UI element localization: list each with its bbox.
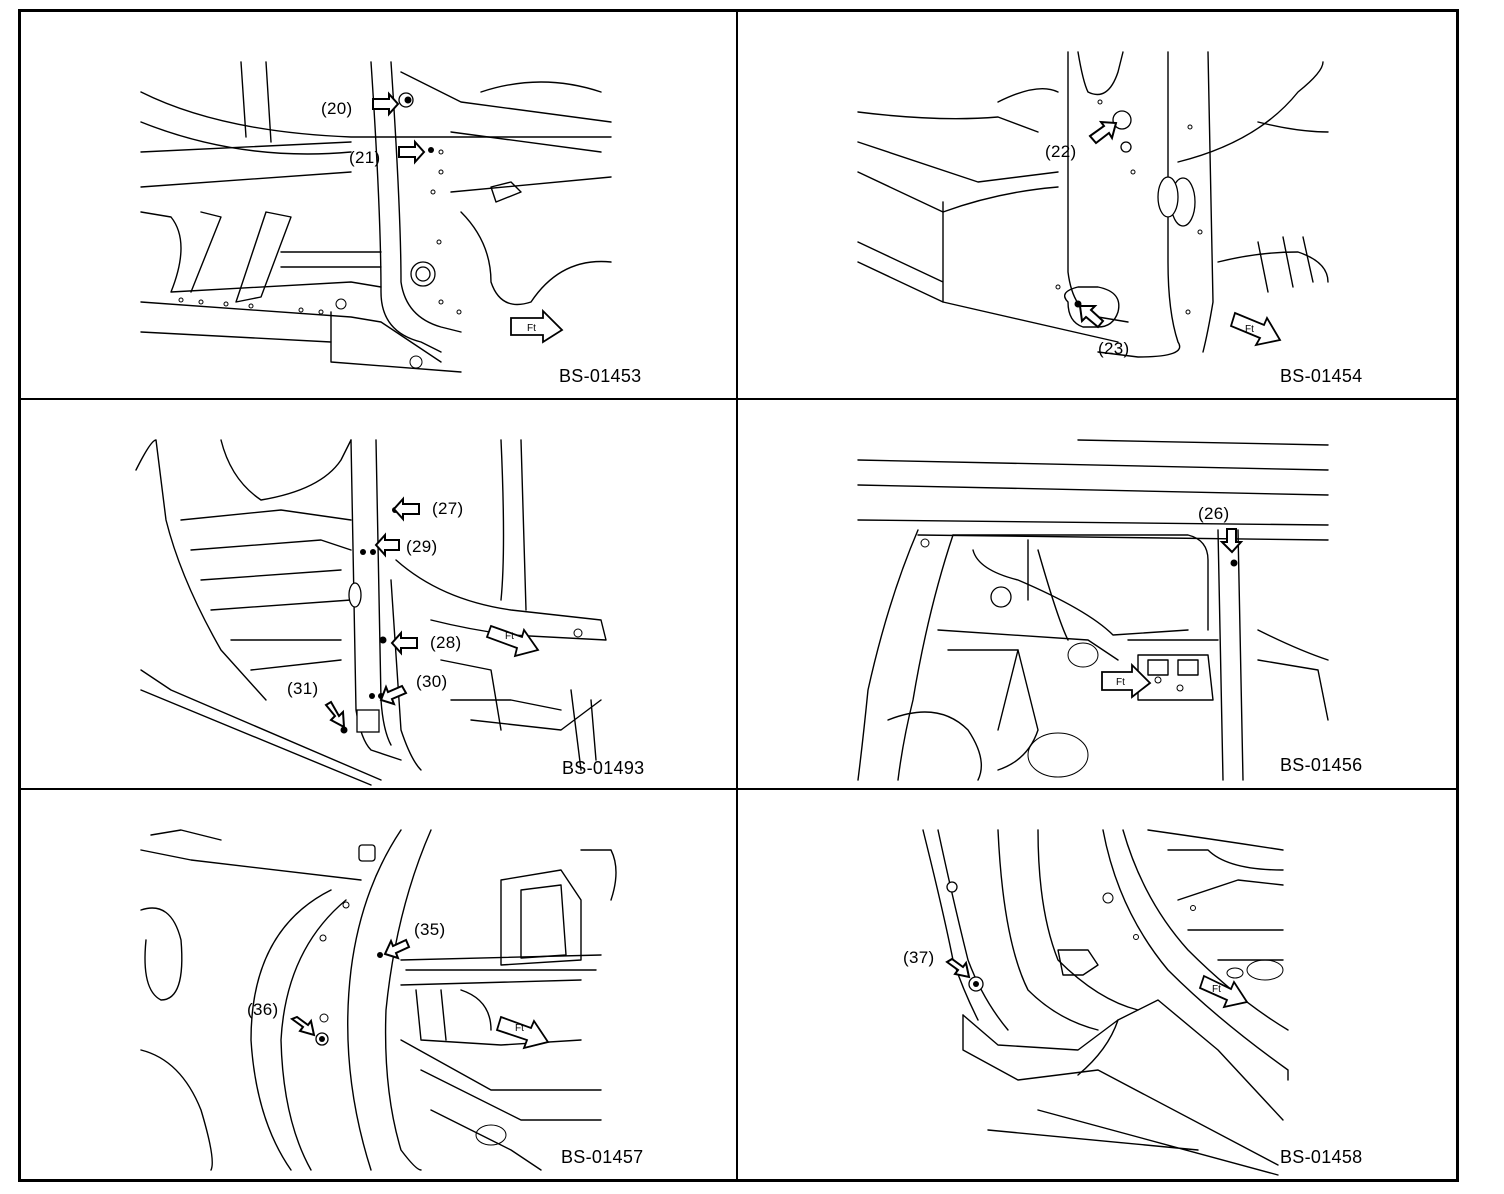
figure-code-3: BS-01493 bbox=[562, 758, 645, 778]
figure-code-5: BS-01457 bbox=[561, 1147, 644, 1167]
panel-bs-01453: (20) (21) Ft BS-01453 bbox=[21, 12, 736, 398]
front-direction-arrow-6 bbox=[1198, 974, 1249, 1009]
callout-arrow-29 bbox=[374, 532, 400, 558]
grid-divider-row-2 bbox=[18, 788, 1459, 790]
front-direction-arrow-4 bbox=[1101, 662, 1152, 699]
callout-arrow-22 bbox=[1088, 120, 1118, 145]
body-illustration-4 bbox=[857, 439, 1329, 781]
figure-code-1: BS-01453 bbox=[559, 366, 642, 386]
figure-code-4: BS-01456 bbox=[1280, 755, 1363, 775]
panel-bs-01456: (26) Ft BS-01456 bbox=[738, 400, 1456, 788]
grid-divider-row-1 bbox=[18, 398, 1459, 400]
body-illustration-2 bbox=[857, 51, 1329, 358]
callout-arrow-21 bbox=[398, 139, 426, 165]
panel-bs-01493: (27) (29) (28) (30) (31) Ft BS-01493 bbox=[21, 400, 736, 788]
callout-21: (21) bbox=[349, 148, 381, 167]
body-illustration-3 bbox=[135, 439, 607, 786]
callout-29: (29) bbox=[406, 537, 438, 556]
callout-22: (22) bbox=[1045, 142, 1077, 161]
front-direction-arrow-2 bbox=[1229, 311, 1282, 347]
callout-arrow-31 bbox=[324, 700, 346, 729]
figure-code-6: BS-01458 bbox=[1280, 1147, 1363, 1167]
callout-arrow-37 bbox=[945, 957, 971, 979]
callout-37: (37) bbox=[903, 948, 935, 967]
panel-bs-01458: (37) Ft BS-01458 bbox=[738, 790, 1456, 1179]
front-direction-arrow-5 bbox=[495, 1015, 550, 1050]
figure-grid bbox=[18, 9, 1459, 1182]
figure-code-2: BS-01454 bbox=[1280, 366, 1363, 386]
grid-divider-vertical bbox=[736, 9, 738, 1182]
front-direction-arrow-1 bbox=[510, 308, 564, 344]
callout-arrow-28 bbox=[390, 630, 418, 656]
callout-arrow-35 bbox=[383, 938, 411, 960]
callout-27: (27) bbox=[432, 499, 464, 518]
callout-31: (31) bbox=[287, 679, 319, 698]
body-illustration-1 bbox=[140, 61, 612, 373]
callout-arrow-20 bbox=[372, 91, 400, 117]
front-direction-arrow-3 bbox=[485, 624, 540, 658]
body-illustration-6 bbox=[922, 829, 1289, 1176]
callout-arrow-27 bbox=[392, 496, 420, 522]
panel-bs-01454: (22) (23) Ft BS-01454 bbox=[738, 12, 1456, 398]
callout-26: (26) bbox=[1198, 504, 1230, 523]
callout-23: (23) bbox=[1098, 339, 1130, 358]
callout-arrow-30 bbox=[379, 684, 408, 706]
callout-36: (36) bbox=[247, 1000, 279, 1019]
callout-20: (20) bbox=[321, 99, 353, 118]
callout-arrow-23 bbox=[1078, 305, 1105, 329]
callout-arrow-26 bbox=[1219, 528, 1244, 554]
callout-30: (30) bbox=[416, 672, 448, 691]
panel-bs-01457: (35) (36) Ft BS-01457 bbox=[21, 790, 736, 1179]
callout-28: (28) bbox=[430, 633, 462, 652]
callout-arrow-36 bbox=[289, 1015, 316, 1037]
callout-35: (35) bbox=[414, 920, 446, 939]
body-illustration-5 bbox=[140, 829, 617, 1171]
